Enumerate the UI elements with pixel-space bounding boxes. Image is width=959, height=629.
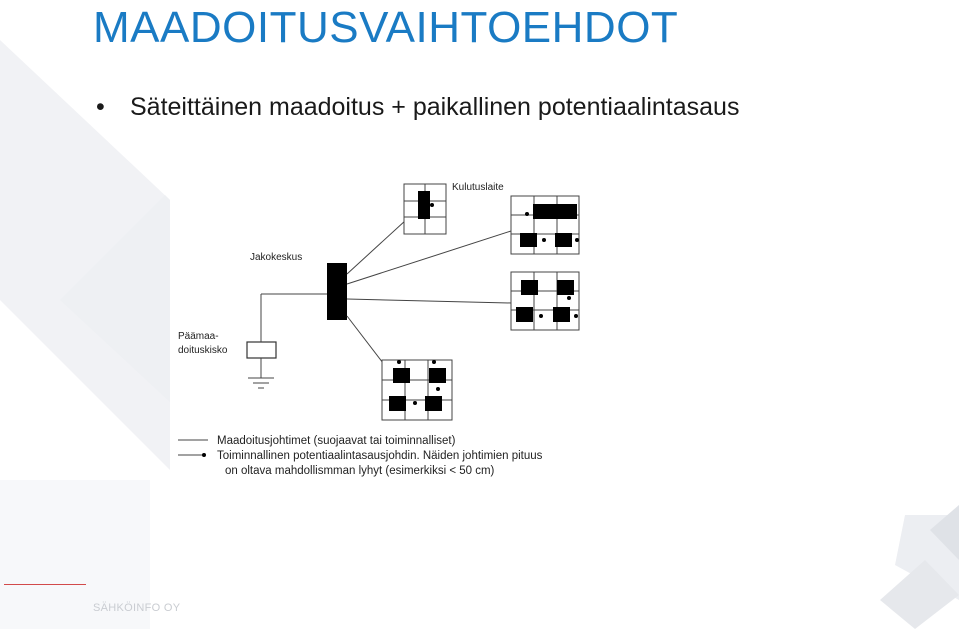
- bullet-text: Säteittäinen maadoitus + paikallinen pot…: [130, 93, 740, 121]
- footer-company: SÄHKÖINFO OY: [93, 602, 181, 614]
- equipment-group-1: [403, 183, 447, 235]
- label-main-earth-line2: doituskisko: [178, 345, 228, 356]
- main-earth-bar: [246, 341, 277, 359]
- bullet-dot: •: [96, 93, 105, 121]
- label-distribution: Jakokeskus: [250, 252, 302, 263]
- ground-symbol: [248, 377, 274, 389]
- label-main-earth-line1: Päämaa-: [178, 331, 219, 342]
- legend-text-3: on oltava mahdollismman lyhyt (esimerkik…: [225, 465, 495, 477]
- legend-text-2: Toiminnallinen potentiaalintasausjohdin.…: [217, 450, 543, 462]
- bullet-item: • Säteittäinen maadoitus + paikallinen po…: [96, 90, 739, 124]
- label-consumer: Kulutuslaite: [452, 182, 504, 193]
- bg-shape-right-2: [880, 560, 959, 629]
- bg-shape-bottom-left: [0, 480, 150, 629]
- bg-shape-right-3: [930, 505, 959, 560]
- equipment-group-2: [510, 195, 580, 255]
- slide-title: MAADOITUSVAIHTOEHDOT: [93, 3, 679, 52]
- legend-text-1: Maadoitusjohtimet (suojaavat tai toiminn…: [217, 435, 456, 447]
- legend-dot-equipotential: [202, 453, 206, 457]
- radial-conductors: [346, 219, 512, 364]
- equipment-group-3: [510, 271, 580, 331]
- grounding-diagram: Päämaa- doituskisko Jakokeskus Kulutusla…: [170, 176, 610, 486]
- footer-accent-line: [4, 584, 86, 585]
- distribution-center: [327, 263, 347, 320]
- equipment-group-4: [381, 359, 453, 421]
